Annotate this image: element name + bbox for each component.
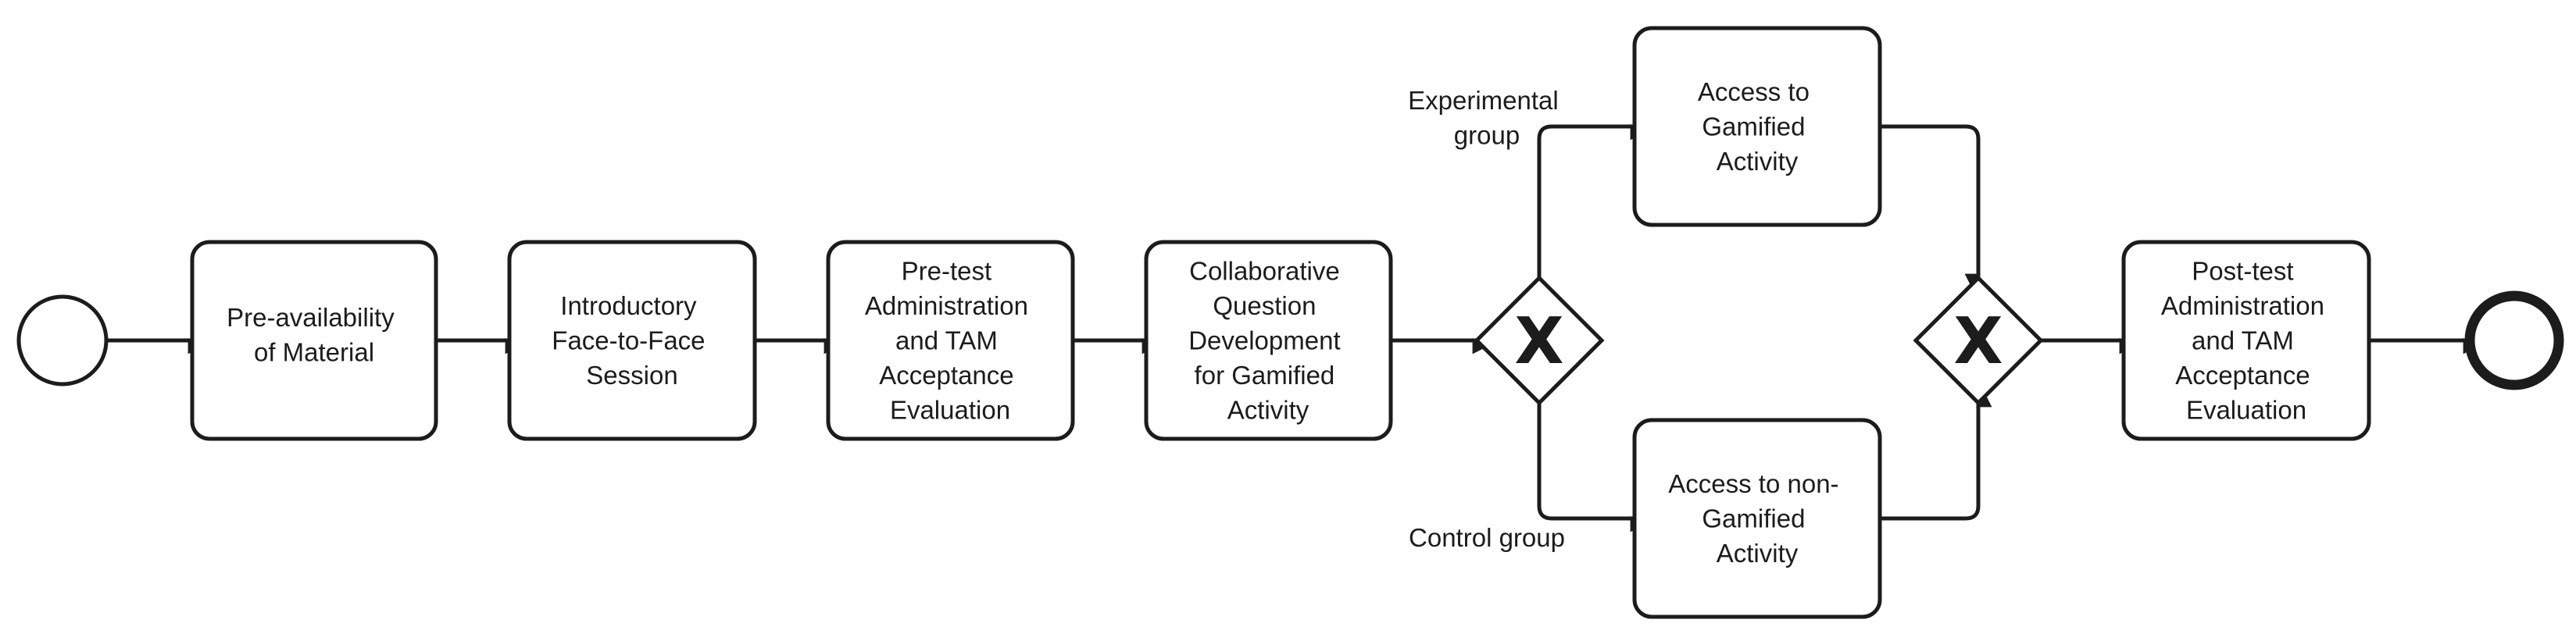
task-text-line: Activity: [1227, 396, 1309, 425]
task-text-line: Evaluation: [2186, 396, 2306, 425]
gateway-x-icon: X: [1953, 305, 2003, 379]
task-text-line: Activity: [1717, 539, 1799, 568]
task-post-test-administration: Post-test Administration and TAM Accepta…: [2121, 240, 2371, 441]
end-event: [2464, 290, 2564, 390]
svg-text:Pre-test Administration: Pre-test Administration and TAM Acceptan…: [865, 256, 1035, 424]
exclusive-gateway-merge: X: [1913, 275, 2044, 406]
task-text-line: Evaluation: [890, 396, 1010, 425]
flow-g1-to-t6: [1537, 403, 1647, 532]
task-text-line: Question: [1213, 291, 1316, 320]
svg-text:Pre-availability of Mate: Pre-availability of Material: [227, 303, 402, 367]
task-pre-availability-of-material: Pre-availability of Material: [190, 240, 438, 441]
svg-text:Introductory Face-to-Fac: Introductory Face-to-Face Session: [552, 291, 712, 390]
svg-text:Experimental group: Experimental group: [1408, 86, 1566, 150]
task-text-line: and TAM: [895, 326, 998, 355]
sequence-flows: [108, 124, 2480, 532]
task-text-line: Face-to-Face: [552, 326, 705, 355]
task-text-line: Gamified: [1702, 504, 1805, 533]
svg-text:Access to non- Gamified: Access to non- Gamified Activity: [1668, 469, 1845, 568]
task-text-line: and TAM: [2192, 326, 2294, 355]
task-text-line: of Material: [254, 337, 374, 366]
task-text-line: Introductory: [560, 291, 697, 320]
task-text-line: Pre-availability: [227, 303, 395, 332]
task-text-line: Activity: [1717, 147, 1799, 176]
task-introductory-session: Introductory Face-to-Face Session: [507, 240, 757, 441]
task-text-line: Access to: [1698, 77, 1810, 106]
exclusive-gateway-split: X: [1474, 275, 1605, 406]
flow-g1-to-t5: [1537, 124, 1647, 278]
svg-text:Access to Gamified: Access to Gamified Activity: [1698, 77, 1817, 176]
task-text-line: Access to non-: [1668, 469, 1838, 498]
label-control-group: Control group: [1409, 523, 1565, 552]
task-access-non-gamified-activity: Access to non- Gamified Activity: [1632, 418, 1882, 619]
task-text-line: Session: [586, 361, 677, 390]
task-text-line: Development: [1188, 326, 1340, 355]
task-text-line: Collaborative: [1189, 256, 1340, 285]
svg-text:Collaborative Question: Collaborative Question Development for G…: [1188, 256, 1348, 424]
flow-label-line: group: [1454, 121, 1520, 150]
task-text-line: for Gamified: [1195, 361, 1335, 390]
flow-t5-to-g2: [1880, 124, 1981, 290]
flow-label-line: Experimental: [1408, 86, 1559, 115]
task-access-gamified-activity: Access to Gamified Activity: [1632, 26, 1882, 227]
task-text-line: Gamified: [1702, 112, 1805, 141]
task-text-line: Administration: [865, 291, 1028, 320]
task-text-line: Acceptance: [879, 361, 1013, 390]
task-text-line: Post-test: [2192, 256, 2293, 285]
svg-text:Control group: Control group: [1409, 523, 1565, 552]
flow-t6-to-g2: [1880, 390, 1992, 521]
task-text-line: Administration: [2161, 291, 2324, 320]
task-pre-test-administration: Pre-test Administration and TAM Acceptan…: [826, 240, 1075, 441]
svg-text:Post-test Administration: Post-test Administration and TAM Accepta…: [2161, 256, 2331, 424]
task-collaborative-question-development: Collaborative Question Development for G…: [1144, 240, 1393, 441]
label-experimental-group: Experimental group: [1408, 86, 1566, 150]
flow-label-line: Control group: [1409, 523, 1565, 552]
task-text-line: Acceptance: [2175, 361, 2310, 390]
task-text-line: Pre-test: [902, 256, 992, 285]
gateway-x-icon: X: [1514, 305, 1563, 379]
start-event: [16, 294, 109, 386]
